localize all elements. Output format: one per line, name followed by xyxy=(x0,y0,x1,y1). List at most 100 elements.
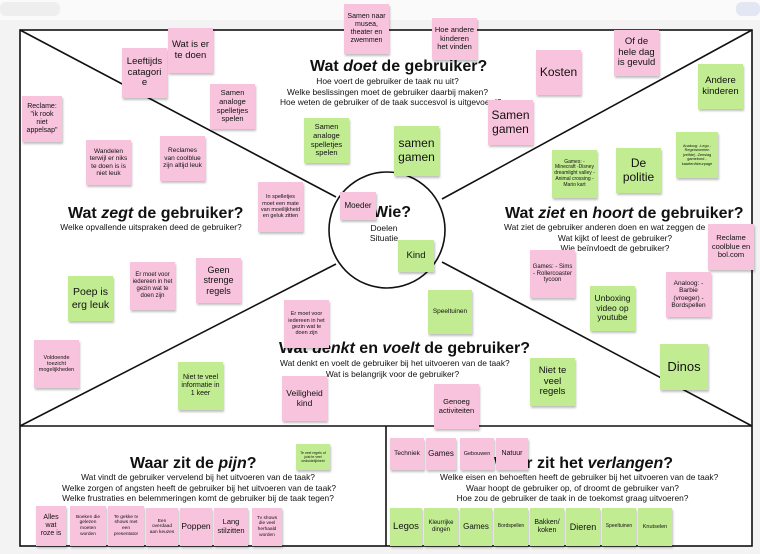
sticky-note[interactable]: Speeltuinen xyxy=(602,508,636,546)
question: Wat ziet de gebruiker anderen doen en wa… xyxy=(504,222,744,232)
sticky-note[interactable]: Techniek xyxy=(390,438,424,470)
sticky-note[interactable]: Wandelen terwijl er niks te doen is is n… xyxy=(86,140,131,185)
heading-text: de gebruiker? xyxy=(633,205,744,222)
sticky-note[interactable]: Alles wat roze is xyxy=(36,506,66,546)
heading-text: de gebruiker? xyxy=(133,205,244,222)
heading-text: ? xyxy=(246,455,257,472)
divider-diagonal-bottom-right xyxy=(441,261,753,427)
sticky-note[interactable]: Genoeg activiteiten xyxy=(434,384,479,429)
sticky-note[interactable]: Poppen xyxy=(180,508,212,546)
sticky-note[interactable]: Hoe andere kinderen het vinden xyxy=(432,18,477,60)
sticky-note[interactable]: Legos xyxy=(390,508,422,546)
sticky-note[interactable]: Knutselen xyxy=(638,508,672,546)
heading-emphasis: doet xyxy=(343,58,377,75)
sticky-note[interactable]: Unboxing video op youtube xyxy=(590,286,635,331)
divider-diagonal-bottom-left xyxy=(19,263,337,427)
sticky-note[interactable]: Boeken die gelezen moeten worden xyxy=(70,506,106,546)
question: Welke zorgen of angsten heeft de gebruik… xyxy=(62,482,337,493)
sticky-note[interactable]: Games xyxy=(460,508,492,546)
sticky-note[interactable]: Bakken/ koken xyxy=(530,508,564,546)
sticky-note[interactable]: Er moet voor iedereen in het gezin wat t… xyxy=(284,300,329,348)
heading-emphasis: verlangen xyxy=(587,455,664,472)
divider-diagonal-top-left xyxy=(19,29,337,198)
sticky-note[interactable]: Analoog: -Barbie (vroeger) - Bordspellen xyxy=(666,272,711,317)
heading-emphasis: voelt xyxy=(382,340,420,357)
heading-text: Wat xyxy=(310,58,344,75)
sticky-note[interactable]: Niet te veel regels xyxy=(530,358,575,406)
sticky-note[interactable]: Dieren xyxy=(566,508,600,546)
sticky-note[interactable]: Bordspellen xyxy=(494,508,528,546)
question: Wat denkt en voelt de gebruiker bij het … xyxy=(280,358,510,368)
heading-ziet: Wat ziet en hoort de gebruiker? xyxy=(505,205,744,223)
question: Hoe voert de gebruiker de taak nu uit? xyxy=(316,76,459,86)
sticky-note[interactable]: Andere kinderen xyxy=(698,64,743,109)
heading-text: de gebruiker? xyxy=(376,58,488,75)
sticky-note[interactable]: Samen analoge spelletjes spelen xyxy=(210,84,255,129)
sticky-note[interactable]: samen gamen xyxy=(394,126,439,176)
sticky-note[interactable]: Geen strenge regels xyxy=(196,258,241,303)
sticky-note[interactable]: Dinos xyxy=(660,344,708,390)
sticky-note[interactable]: De politie xyxy=(616,148,661,193)
sticky-note[interactable]: Te veel regels of juist te veel onduidel… xyxy=(296,444,330,470)
sticky-note[interactable]: Analoog: -Lego -Regenwormen (zelfde) -Ze… xyxy=(676,132,718,178)
sticky-note[interactable]: Samen naar musea, theater en zwemmen xyxy=(344,4,389,54)
questions-zegt: Welke opvallende uitspraken deed de gebr… xyxy=(60,222,242,233)
center-title: Wie? xyxy=(373,204,412,221)
questions-denkt: Wat denkt en voelt de gebruiker bij het … xyxy=(280,358,510,379)
sticky-note[interactable]: Leeftijds catagori e xyxy=(122,48,167,98)
center-subtitle-line: Doelen xyxy=(370,223,398,233)
sticky-note[interactable]: Veiligheid kind xyxy=(282,376,327,421)
question: Wat is belangrijk voor de gebruiker? xyxy=(325,368,460,379)
question: Wat vindt de gebruiker vervelend bij het… xyxy=(81,472,315,482)
question: Welke eisen en behoeften heeft de gebrui… xyxy=(440,472,719,482)
questions-doet: Hoe voert de gebruiker de taak nu uit? W… xyxy=(280,76,502,108)
sticky-note[interactable]: Een overdaad aan keuzes xyxy=(146,508,178,546)
sticky-note[interactable]: Kleurrijke dingen xyxy=(424,508,458,546)
sticky-note[interactable]: Lang stilzitten xyxy=(214,508,248,546)
sticky-note[interactable]: Wat is er te doen xyxy=(168,28,213,73)
heading-pijn: Waar zit de pijn? xyxy=(130,455,257,473)
sticky-note[interactable]: Games xyxy=(426,438,456,470)
heading-text: Waar zit de xyxy=(130,455,219,472)
toolbar-button-right[interactable] xyxy=(736,2,760,16)
question: Waar hoopt de gebruiker op, of droomt de… xyxy=(466,482,679,493)
sticky-note[interactable]: Tv shows die veel herhaald worden xyxy=(252,508,282,546)
center-subtitle: Doelen Situatie xyxy=(364,223,404,243)
question: Wat kijkt of leest de gebruiker? xyxy=(557,232,673,243)
sticky-note[interactable]: Reclame: "ik rook niet appelsap" xyxy=(22,96,62,142)
sticky-note[interactable]: Reclames van coolblue zijn altijd leuk xyxy=(160,136,205,181)
heading-text: Wat xyxy=(68,205,102,222)
heading-emphasis: ziet xyxy=(538,205,565,222)
sticky-note[interactable]: Reclame coolblue en bol.com xyxy=(708,224,754,270)
sticky-note[interactable]: Kosten xyxy=(536,50,581,95)
sticky-note[interactable]: Games: -Minecraft -Disney dreamlight val… xyxy=(552,150,597,198)
question: Wie beïnvloedt de gebruiker? xyxy=(560,243,670,253)
sticky-note[interactable]: Gebouwen xyxy=(460,438,494,470)
heading-text: en xyxy=(564,205,593,222)
sticky-note[interactable]: Natuur xyxy=(496,438,528,470)
sticky-note[interactable]: Voldoende toezicht mogelijkheden xyxy=(34,340,79,388)
heading-doet: Wat doet de gebruiker? xyxy=(310,58,487,76)
heading-zegt: Wat zegt de gebruiker? xyxy=(68,205,243,223)
sticky-note[interactable]: Kind xyxy=(398,240,434,272)
sticky-note[interactable]: Of de hele dag is gevuld xyxy=(614,30,659,76)
sticky-note[interactable]: Samen analoge spelletjes spelen xyxy=(304,118,349,163)
heading-text: Wat xyxy=(505,205,539,222)
sticky-note[interactable]: Poep is erg leuk xyxy=(68,276,113,321)
toolbar-button-left[interactable] xyxy=(0,2,60,16)
question: Welke frustraties en belemmeringen komt … xyxy=(62,493,334,503)
sticky-note[interactable]: Te gekke tv shows met een presentator xyxy=(108,506,144,546)
sticky-note[interactable]: Moeder xyxy=(340,192,376,220)
heading-emphasis: zegt xyxy=(101,205,134,222)
sticky-note[interactable]: Games: - Sims - Rollercoaster tycoon xyxy=(530,250,575,298)
heading-text: en xyxy=(354,340,383,357)
sticky-note[interactable]: Speeltuinen xyxy=(428,290,472,334)
questions-pijn: Wat vindt de gebruiker vervelend bij het… xyxy=(62,472,337,504)
sticky-note[interactable]: Er moet voor iedereen in het gezin wat t… xyxy=(130,262,175,310)
question: Welke opvallende uitspraken deed de gebr… xyxy=(60,222,242,232)
sticky-note[interactable]: In spelletjes moet een mate van moeilijk… xyxy=(258,182,303,232)
sticky-note[interactable]: Samen gamen xyxy=(488,100,533,145)
question: Hoe zou de gebruiker de taak in de toeko… xyxy=(456,493,689,503)
sticky-note[interactable]: Niet te veel informatie in 1 keer xyxy=(178,362,223,410)
